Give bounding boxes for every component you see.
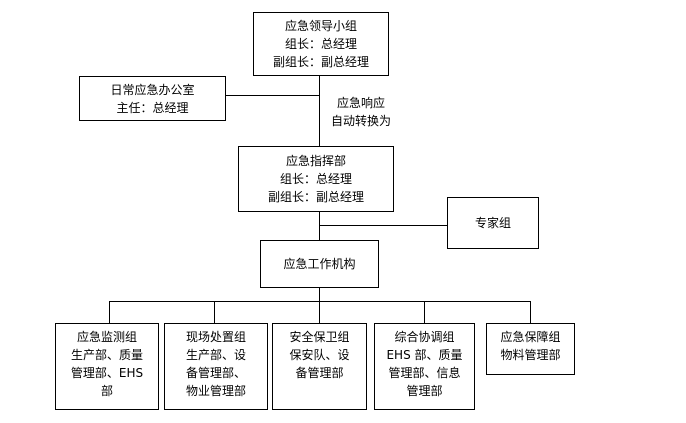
connector-office-trunk (226, 95, 319, 96)
support-group-box: 应急保障组 物料管理部 (486, 323, 575, 375)
working-organization-box: 应急工作机构 (260, 240, 379, 288)
onsite-group-line1: 现场处置组 (185, 330, 246, 344)
leadership-group-box: 应急领导小组 组长：总经理 副组长：副总经理 (253, 12, 389, 76)
security-group-line2: 保安队、设 (289, 348, 350, 362)
monitoring-group-line3: 管理部、EHS (70, 366, 144, 380)
command-deputy: 副组长：副总经理 (267, 190, 364, 204)
experts-title: 专家组 (474, 216, 511, 230)
daily-office-box: 日常应急办公室 主任：总经理 (79, 76, 226, 121)
security-group-line3: 备管理部 (295, 366, 344, 380)
leadership-deputy: 副组长：副总经理 (272, 55, 369, 69)
onsite-disposal-group-box: 现场处置组 生产部、设 备管理部、 物业管理部 (164, 323, 268, 410)
leadership-leader: 组长：总经理 (284, 37, 357, 51)
monitoring-group-line1: 应急监测组 (76, 330, 137, 344)
connector-drop-1 (109, 301, 110, 323)
coordination-group-line4: 管理部 (406, 384, 443, 398)
coordination-group-line1: 综合协调组 (394, 330, 455, 344)
command-leader: 组长：总经理 (279, 172, 352, 186)
onsite-group-line3: 备管理部、 (185, 366, 246, 380)
command-title: 应急指挥部 (285, 154, 346, 168)
monitoring-group-line2: 生产部、质量 (70, 348, 143, 362)
connector-leadership-command (319, 76, 320, 146)
connector-working-bus (319, 288, 320, 301)
connector-command-working (319, 212, 320, 240)
connector-drop-2 (214, 301, 215, 323)
connector-experts-trunk (319, 225, 447, 226)
expert-group-box: 专家组 (447, 197, 539, 249)
connector-drop-3 (319, 301, 320, 323)
monitoring-group-line4: 部 (100, 384, 113, 398)
coordination-group-line3: 管理部、信息 (388, 366, 461, 380)
support-group-line2: 物料管理部 (500, 348, 561, 362)
connector-drop-4 (424, 301, 425, 323)
office-title: 日常应急办公室 (110, 82, 195, 97)
working-title: 应急工作机构 (283, 257, 356, 271)
response-switch-line2: 自动转换为 (330, 114, 391, 128)
security-group-box: 安全保卫组 保安队、设 备管理部 (272, 323, 367, 410)
coordination-group-line2: EHS 部、质量 (386, 348, 463, 362)
response-switch-line1: 应急响应 (336, 96, 385, 110)
leadership-title: 应急领导小组 (284, 19, 357, 33)
support-group-line1: 应急保障组 (500, 330, 561, 344)
response-switch-label: 应急响应 自动转换为 (322, 94, 400, 130)
onsite-group-line4: 物业管理部 (185, 384, 246, 398)
onsite-group-line2: 生产部、设 (185, 348, 246, 362)
monitoring-group-box: 应急监测组 生产部、质量 管理部、EHS 部 (55, 323, 159, 410)
security-group-line1: 安全保卫组 (289, 330, 350, 344)
office-director: 主任：总经理 (116, 100, 189, 115)
coordination-group-box: 综合协调组 EHS 部、质量 管理部、信息 管理部 (374, 323, 475, 410)
command-headquarters-box: 应急指挥部 组长：总经理 副组长：副总经理 (238, 146, 394, 212)
connector-drop-5 (530, 301, 531, 323)
